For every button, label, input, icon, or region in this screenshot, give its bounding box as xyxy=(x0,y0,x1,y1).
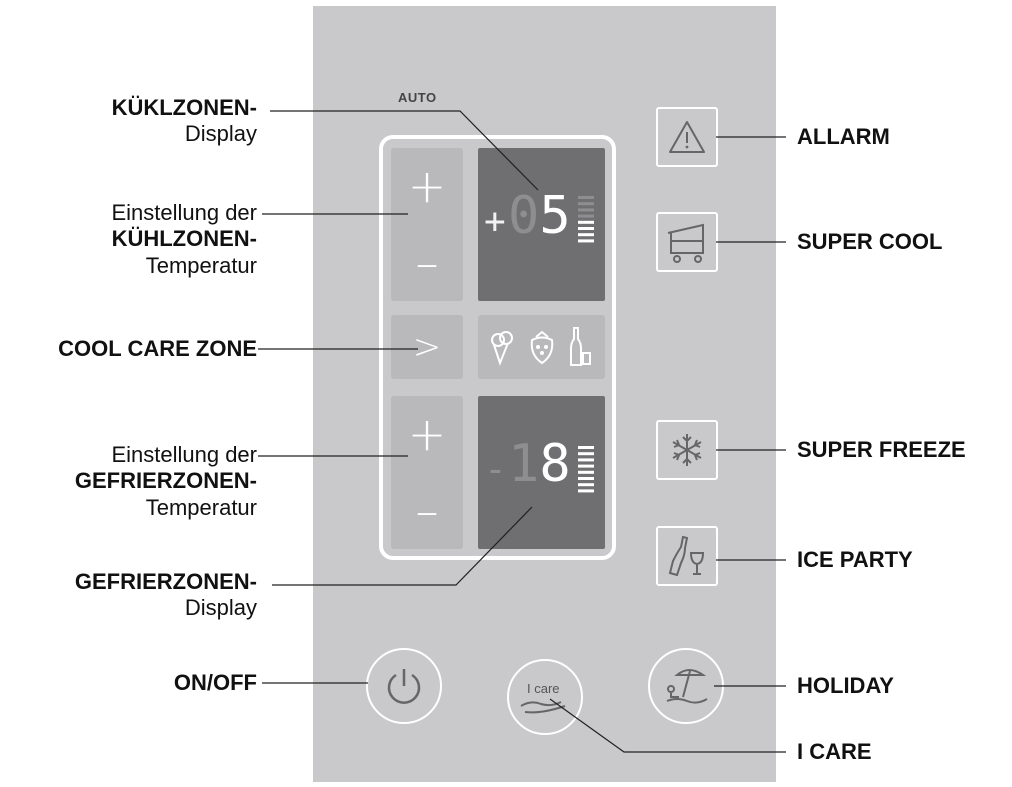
fridge-minus-button[interactable]: – xyxy=(415,235,439,290)
label-kuehl-display-sub: Display xyxy=(184,121,257,147)
allarm-button[interactable] xyxy=(656,107,718,167)
level-bar xyxy=(578,233,594,237)
fridge-digit-ones: 5 xyxy=(539,186,571,246)
freezer-minus-button[interactable]: – xyxy=(415,483,439,538)
display-frame xyxy=(379,135,616,560)
shopping-cart-icon xyxy=(667,223,704,263)
leader-gefrier-display xyxy=(272,506,533,586)
label-super-cool: SUPER COOL xyxy=(797,229,943,254)
label-gefrier-display-sub: Display xyxy=(184,595,257,621)
label-i-care: I CARE xyxy=(797,739,872,764)
level-bar xyxy=(578,214,594,218)
fridge-sign: + xyxy=(484,201,506,242)
level-bar xyxy=(578,489,594,493)
auto-label: AUTO xyxy=(398,90,437,105)
label-gefrier-temp-line2: GEFRIERZONEN- xyxy=(74,468,257,494)
warning-triangle-icon xyxy=(669,121,705,153)
snowflake-icon xyxy=(672,434,702,466)
super-cool-button[interactable] xyxy=(656,212,718,272)
level-bar xyxy=(578,208,594,212)
level-bar xyxy=(578,483,594,487)
level-bar xyxy=(578,220,594,224)
ice-cream-icon xyxy=(491,331,513,366)
label-cool-care-zone: COOL CARE ZONE xyxy=(58,336,257,362)
level-bar xyxy=(578,202,594,206)
holiday-button[interactable] xyxy=(648,648,724,724)
level-bar xyxy=(578,464,594,468)
level-bar xyxy=(578,452,594,456)
bottle-glass-icon xyxy=(570,327,591,366)
freezer-level-bars xyxy=(578,446,594,493)
label-on-off: ON/OFF xyxy=(174,670,257,696)
fridge-digit-tens: 0 xyxy=(508,186,540,246)
super-freeze-button[interactable] xyxy=(656,420,718,480)
strawberry-icon xyxy=(530,330,554,365)
level-bar xyxy=(578,470,594,474)
freezer-digits: 18 xyxy=(508,438,571,490)
label-kuehl-temp-line3: Temperatur xyxy=(145,252,257,278)
label-kuehl-temp: Einstellung der KÜHLZONEN- Temperatur xyxy=(111,200,257,279)
label-cool-care-zone-text: COOL CARE ZONE xyxy=(58,336,257,361)
label-allarm: ALLARM xyxy=(797,124,890,149)
label-on-off-text: ON/OFF xyxy=(173,670,257,695)
label-gefrier-temp: Einstellung der GEFRIERZONEN- Temperatur xyxy=(75,442,257,521)
fridge-plus-button[interactable]: + xyxy=(407,159,447,214)
level-bar xyxy=(578,196,594,199)
label-ice-party: ICE PARTY xyxy=(797,547,913,572)
fridge-display: + 05 xyxy=(478,148,605,301)
freezer-display: - 18 xyxy=(478,396,605,549)
fridge-level-bars xyxy=(578,196,594,243)
fridge-digits: 05 xyxy=(508,190,571,242)
label-gefrier-display: GEFRIERZONEN- Display xyxy=(75,569,257,622)
fridge-temp-buttons: + – xyxy=(391,148,463,301)
ice-party-button[interactable] xyxy=(656,526,718,586)
freezer-digit-ones: 8 xyxy=(539,434,571,494)
label-super-freeze: SUPER FREEZE xyxy=(797,437,966,462)
freezer-plus-button[interactable]: + xyxy=(407,407,447,462)
label-kuehl-display-title: KÜKLZONEN- xyxy=(111,95,257,120)
label-kuehl-temp-line1: Einstellung der xyxy=(111,200,257,225)
on-off-button[interactable] xyxy=(366,648,442,724)
power-icon xyxy=(387,669,421,704)
icare-text: I care xyxy=(527,681,560,696)
level-bar xyxy=(578,227,594,230)
freezer-digit-tens: 1 xyxy=(508,434,540,494)
freezer-sign: - xyxy=(484,447,507,491)
cool-care-zone-icons xyxy=(478,315,605,379)
label-gefrier-temp-line1: Einstellung der xyxy=(111,442,257,467)
label-gefrier-temp-line3: Temperatur xyxy=(145,494,257,520)
leader-kuehl-display xyxy=(270,110,539,191)
label-gefrier-display-title: GEFRIERZONEN- xyxy=(74,569,257,594)
label-kuehl-temp-line2: KÜHLZONEN- xyxy=(111,226,257,252)
leader-i-care xyxy=(549,698,786,753)
level-bar xyxy=(578,458,594,462)
cool-care-next-button[interactable]: > xyxy=(391,315,463,379)
level-bar xyxy=(578,239,594,243)
bottle-wineglass-icon xyxy=(668,535,705,577)
level-bar xyxy=(578,446,594,449)
level-bar xyxy=(578,477,594,480)
beach-umbrella-icon xyxy=(666,669,708,704)
label-kuehl-display: KÜKLZONEN- Display xyxy=(112,95,257,148)
i-care-button[interactable]: I care xyxy=(507,659,583,735)
label-holiday: HOLIDAY xyxy=(797,673,894,698)
freezer-temp-buttons: + – xyxy=(391,396,463,549)
